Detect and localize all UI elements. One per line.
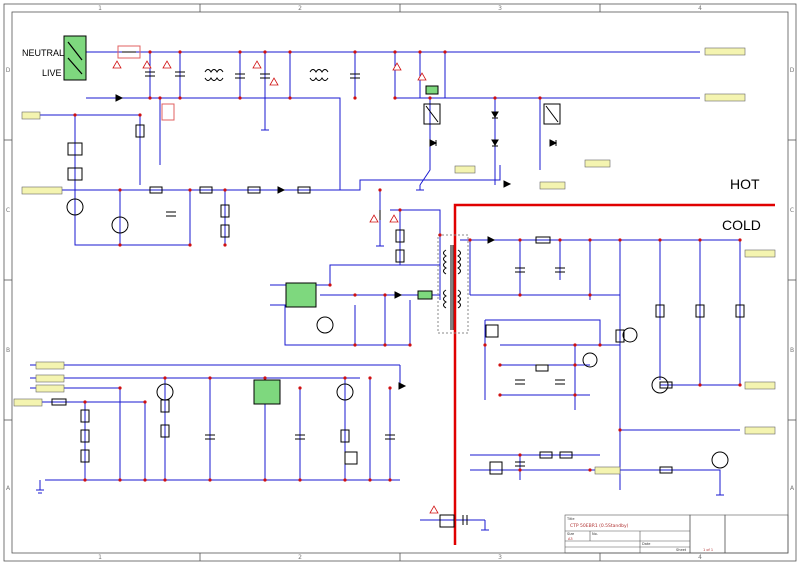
fuse — [117, 45, 141, 59]
isolation-divider — [453, 203, 775, 545]
row-marker-c: C — [6, 207, 10, 214]
warning-icon — [252, 60, 262, 69]
ground-symbol — [481, 520, 489, 531]
sheet-value: 1 of 1 — [703, 548, 713, 552]
row-marker-a-right: A — [790, 485, 795, 492]
net-tag — [594, 466, 621, 475]
sheet-frame — [3, 3, 797, 562]
size-value: A3 — [568, 537, 573, 541]
date-label: Date — [642, 542, 650, 546]
warning-icon — [162, 60, 172, 69]
components — [51, 35, 745, 528]
net-tag — [744, 381, 776, 390]
col-marker-4: 4 — [698, 5, 702, 12]
wires — [30, 51, 741, 521]
warning-icon — [269, 77, 279, 86]
col-marker-1: 1 — [98, 5, 102, 12]
row-marker-c-right: C — [790, 207, 794, 214]
row-marker-b: B — [6, 347, 10, 354]
ground-symbol — [36, 480, 44, 494]
row-marker-d: D — [6, 67, 11, 74]
optocouplers — [67, 142, 503, 528]
varistor — [161, 103, 175, 121]
main-transformer — [437, 234, 469, 334]
ground-symbol — [416, 185, 424, 191]
col-marker-4-bottom: 4 — [698, 554, 702, 561]
col-marker-3: 3 — [498, 5, 502, 12]
col-marker-1-bottom: 1 — [98, 554, 102, 561]
pwm-controller-ic — [285, 282, 317, 308]
warning-icon — [142, 60, 152, 69]
warning-icon — [369, 214, 379, 223]
row-marker-a: A — [6, 485, 11, 492]
col-marker-2-bottom: 2 — [298, 554, 302, 561]
frame-markers: 1 2 3 4 1 2 3 4 D C B A D C B A — [6, 5, 795, 561]
title-block — [564, 514, 789, 554]
net-tag — [35, 374, 65, 383]
ground-symbol — [376, 240, 384, 247]
relay-1 — [423, 103, 441, 125]
emi-choke-1 — [204, 69, 224, 81]
net-tag — [35, 384, 65, 393]
net-tag — [454, 165, 476, 174]
net-tag — [21, 111, 41, 120]
net-tag — [13, 398, 43, 407]
hot-label: HOT — [730, 176, 760, 192]
sheet-label: Sheet — [676, 548, 687, 552]
warning-icon — [392, 62, 402, 71]
col-marker-3-bottom: 3 — [498, 554, 502, 561]
warning-icon — [429, 505, 439, 514]
junction-nodes — [73, 50, 742, 482]
ground-symbol — [261, 125, 269, 131]
ground-symbols — [36, 125, 724, 531]
warning-icons — [112, 60, 439, 514]
row-marker-b-right: B — [790, 347, 794, 354]
net-tag — [35, 361, 65, 370]
emi-choke-2 — [309, 69, 329, 81]
title-label: Title — [566, 517, 575, 521]
ac-input-connector — [63, 35, 87, 81]
net-tag — [584, 159, 611, 168]
number-label: No. — [592, 532, 598, 536]
transistors — [66, 198, 729, 469]
size-label: Size — [567, 532, 574, 536]
net-tag — [744, 249, 776, 258]
neutral-label: NEUTRAL — [22, 48, 64, 58]
net-tag — [704, 93, 746, 102]
col-marker-2: 2 — [298, 5, 302, 12]
big-labels: NEUTRAL LIVE HOT COLD — [22, 48, 761, 233]
warning-icon — [112, 60, 122, 69]
net-tag — [21, 186, 63, 195]
title-value: CTP 50EBR1 (0.5Standby) — [570, 523, 629, 529]
net-tags — [13, 47, 776, 475]
warning-icon — [417, 72, 427, 81]
relay-coil-green — [425, 85, 439, 95]
standby-controller-ic — [253, 379, 281, 405]
resistors — [51, 124, 745, 474]
relay-2 — [543, 103, 561, 125]
live-label: LIVE — [42, 68, 62, 78]
warning-icon — [389, 214, 399, 223]
net-tag — [539, 181, 566, 190]
net-tag — [704, 47, 746, 56]
rectifier-diodes — [115, 94, 558, 390]
capacitors — [166, 210, 565, 525]
row-marker-d-right: D — [790, 67, 795, 74]
title-block-text: Title CTP 50EBR1 (0.5Standby) Size A3 No… — [566, 517, 713, 552]
cold-label: COLD — [722, 217, 761, 233]
ground-symbol — [716, 490, 724, 496]
net-tag — [744, 426, 776, 435]
current-sense-part — [417, 290, 433, 300]
x-capacitors — [145, 71, 360, 79]
